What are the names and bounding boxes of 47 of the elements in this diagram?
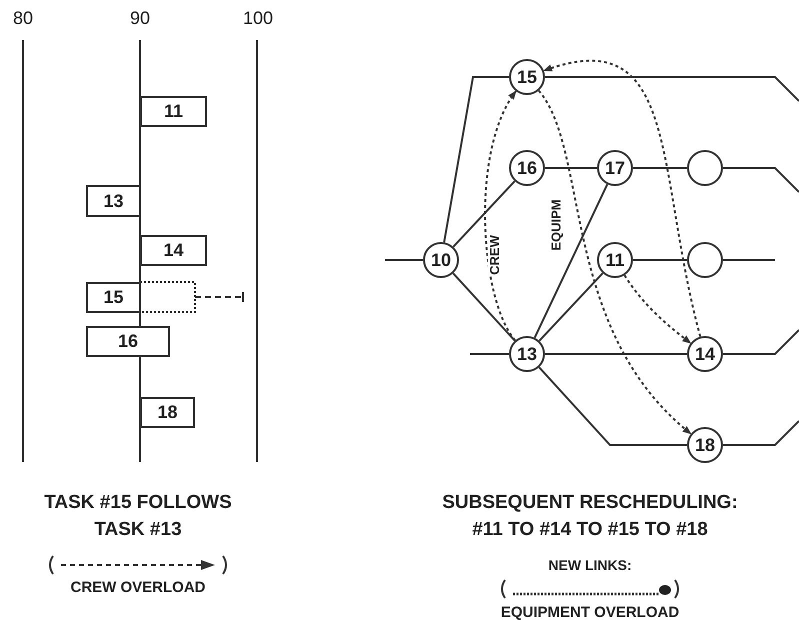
edge-label: CREW xyxy=(488,234,502,276)
connector-line xyxy=(538,366,687,446)
connector-line xyxy=(633,259,687,261)
dashed-arrow xyxy=(624,274,692,344)
connector-line xyxy=(723,420,799,446)
legend-title: NEW LINKS: xyxy=(547,556,633,575)
task-bar: 13 xyxy=(86,185,141,217)
caption-text: SUBSEQUENT RESCHEDULING: #11 TO #14 TO #15 TO #18 xyxy=(441,490,739,542)
connector-line xyxy=(723,329,799,355)
event-node: 10 xyxy=(423,242,459,278)
axis-tick-label: 90 xyxy=(128,7,152,30)
task-bar: 11 xyxy=(140,96,207,127)
dashed-arrow xyxy=(543,60,702,337)
connector-line xyxy=(470,353,509,355)
event-node: 18 xyxy=(687,427,723,463)
connector-line xyxy=(545,76,799,102)
empty-node-circle xyxy=(687,150,723,186)
task-bar: 15 xyxy=(86,282,141,313)
edge-label: EQUIPM xyxy=(549,198,564,252)
connector-line xyxy=(633,167,687,169)
connector-line xyxy=(452,272,516,342)
connector-line xyxy=(723,259,775,261)
connector-line xyxy=(443,76,509,242)
legend-label: CREW OVERLOAD xyxy=(70,578,206,596)
caption-text: TASK #15 FOLLOWS TASK #13 xyxy=(43,490,233,542)
event-node: 11 xyxy=(597,242,633,278)
connector-line xyxy=(538,272,604,342)
dashed-arrow xyxy=(484,90,517,341)
axis-tick-label: 100 xyxy=(242,7,274,30)
empty-node-circle xyxy=(687,242,723,278)
dashed-arrow xyxy=(538,90,692,435)
connector-line xyxy=(534,184,608,338)
connector-line xyxy=(452,180,516,248)
task-bar: 16 xyxy=(86,326,170,357)
connector-line xyxy=(385,259,423,261)
connector-line xyxy=(723,167,799,193)
axis-tick-label: 80 xyxy=(12,7,34,30)
event-node: 16 xyxy=(509,150,545,186)
connector-line xyxy=(545,167,597,169)
event-node: 17 xyxy=(597,150,633,186)
task-bar: 18 xyxy=(140,397,195,428)
connector-line xyxy=(545,353,687,355)
event-node: 13 xyxy=(509,336,545,372)
legend-label: EQUIPMENT OVERLOAD xyxy=(500,604,680,620)
event-node: 14 xyxy=(687,336,723,372)
event-node: 15 xyxy=(509,59,545,95)
task-bar: 14 xyxy=(140,235,207,266)
